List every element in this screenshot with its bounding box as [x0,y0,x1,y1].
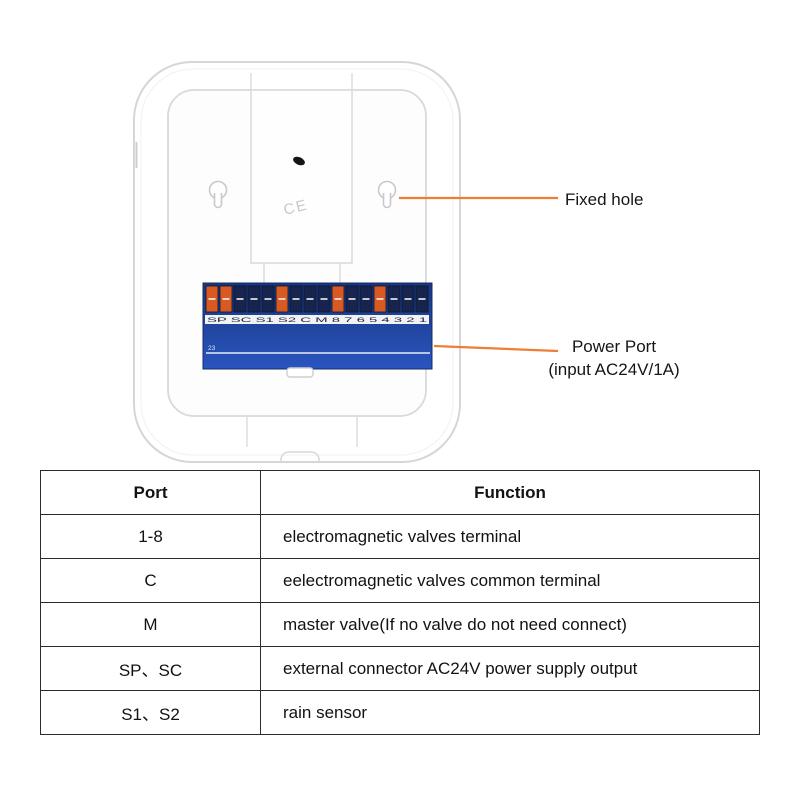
device-diagram: CE [133,61,694,463]
screw-hole [293,156,305,166]
fixed-hole-label: Fixed hole [565,190,644,209]
mount-keyhole-right [377,180,397,209]
back-plate: CE [167,73,427,462]
port-value: 1-8 [40,514,261,559]
function-value: rain sensor [260,690,760,735]
cable-clamp-tab [286,367,314,378]
port-value: M [40,602,261,647]
function-value: external connector AC24V power supply ou… [260,646,760,691]
port-value: S1、S2 [40,690,261,735]
ce-mark: CE [282,196,310,219]
table-row: SP、SC external connector AC24V power sup… [40,646,760,691]
power-port-label-line2: (input AC24V/1A) [548,360,680,379]
header-function: Function [260,470,760,515]
bottom-cable-notch [280,451,320,462]
power-port-leader-line [433,344,559,353]
power-port-label-line1: Power Port [571,337,657,356]
center-channel [250,89,353,264]
port-value: SP、SC [40,646,261,691]
function-value: electromagnetic valves terminal [260,514,760,559]
table-header-row: Port Function [40,470,760,515]
port-value: C [40,558,261,603]
table-row: C eelectromagnetic valves common termina… [40,558,760,603]
mount-keyhole-left [208,180,228,209]
annotation-fixed-hole: Fixed hole [565,188,643,211]
terminal-row [205,285,429,313]
port-function-table: Port Function 1-8 electromagnetic valves… [40,470,760,735]
table-row: S1、S2 rain sensor [40,690,760,735]
function-value: master valve(If no valve do not need con… [260,602,760,647]
terminal-labels: SP SC S1 S2 C M 8 7 6 5 4 3 2 1 [207,318,429,324]
function-value: eelectromagnetic valves common terminal [260,558,760,603]
header-port: Port [40,470,261,515]
block-mark: 23 [208,345,216,352]
device-illustration: CE [133,61,559,463]
terminal-block: SP SC S1 S2 C M 8 7 6 5 4 3 2 1 23 [202,282,433,378]
terminal-label-strip [205,315,429,324]
table-row: 1-8 electromagnetic valves terminal [40,514,760,559]
table-row: M master valve(If no valve do not need c… [40,602,760,647]
annotation-power-port: Power Port (input AC24V/1A) [534,335,694,381]
